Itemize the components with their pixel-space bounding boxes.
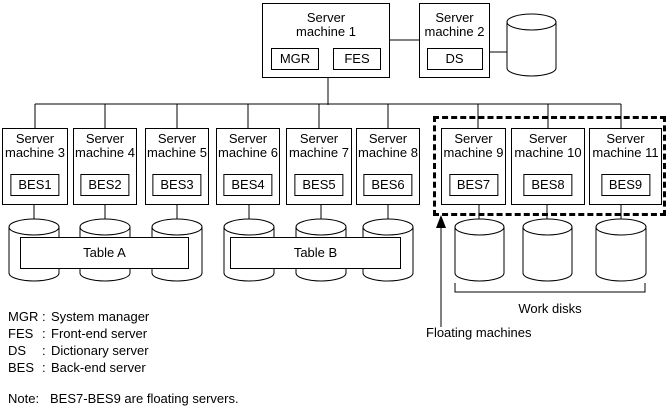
floating-machines-arrowhead [436, 215, 446, 228]
server-machine-2: Server machine 2 DS [419, 3, 490, 78]
machine-name-line1: Server [228, 131, 268, 146]
machine-name-line2: machine 9 [443, 145, 504, 160]
machine-name-line2: machine 7 [289, 145, 349, 160]
work-disk-cylinder-2 [522, 218, 573, 282]
legend-desc: Dictionary server [51, 343, 149, 358]
floating-machines-label: Floating machines [426, 325, 532, 340]
machine-name-line1: Server [368, 131, 408, 146]
server-machine-10: Server machine 10 BES8 [511, 128, 585, 205]
bes-box: BES9 [600, 174, 651, 196]
machine-name-line2: machine 2 [424, 24, 485, 39]
legend-colon: : [42, 360, 46, 375]
legend-abbr: BES [8, 360, 35, 375]
machine-name-line1: Server [528, 131, 568, 146]
server-machine-7: Server machine 7 BES5 [286, 128, 352, 205]
machine-name-line1: Server [606, 131, 645, 146]
legend-desc: Front-end server [51, 326, 148, 341]
machine-name-line1: Server [435, 10, 474, 25]
bes-box: BES5 [294, 174, 344, 196]
machine-name-line1: Server [157, 131, 197, 146]
server-machine-6: Server machine 6 BES4 [216, 128, 280, 205]
machine-name-line1: Server [306, 10, 346, 25]
ds-box: DS [426, 48, 483, 70]
machine-name-line2: machine 10 [514, 145, 582, 160]
bes-box: BES1 [10, 174, 60, 196]
machine-name-line1: Server [454, 131, 493, 146]
work-disks-label: Work disks [518, 301, 582, 316]
server-machine-1: Server machine 1 MGR FES [262, 3, 390, 78]
legend-desc: System manager [51, 309, 150, 324]
server-machine-11: Server machine 11 BES9 [589, 128, 662, 205]
legend-abbr: FES [8, 326, 34, 341]
table-a-box: Table A [20, 237, 189, 269]
legend-row-fes: FES : Front-end server [8, 325, 149, 342]
legend-row-ds: DS : Dictionary server [8, 342, 149, 359]
legend-abbr: DS [8, 343, 27, 358]
machine-name-line1: Server [85, 131, 125, 146]
machine-name-line2: machine 5 [147, 145, 207, 160]
legend: MGR : System manager FES : Front-end ser… [8, 308, 149, 376]
machine-name-line2: machine 4 [75, 145, 135, 160]
table-b-box: Table B [230, 237, 401, 269]
bes-box: BES3 [152, 174, 202, 196]
note-text: BES7-BES9 are floating servers. [50, 391, 239, 406]
fes-box: FES [333, 48, 381, 70]
server-machine-3: Server machine 3 BES1 [2, 128, 68, 205]
bes-box: BES6 [363, 174, 413, 196]
mgr-box: MGR [271, 48, 319, 70]
server-machine-8: Server machine 8 BES6 [356, 128, 420, 205]
note-label: Note: [8, 391, 40, 406]
work-disk-cylinder-1 [454, 218, 505, 282]
legend-colon: : [42, 309, 46, 324]
machine-name-line1: Server [299, 131, 339, 146]
work-disk-cylinder-3 [595, 218, 647, 282]
bes-box: BES8 [523, 174, 573, 196]
legend-abbr: MGR [8, 309, 39, 324]
note: Note: BES7-BES9 are floating servers. [8, 391, 239, 406]
machine-name-line2: machine 11 [592, 145, 659, 160]
bes-box: BES7 [448, 174, 499, 196]
legend-colon: : [42, 326, 46, 341]
machine-name-line2: machine 1 [296, 24, 356, 39]
machine1-servers: MGR FES [263, 48, 389, 70]
dictionary-disk-cylinder [506, 13, 557, 77]
machine-name-line2: machine 3 [5, 145, 65, 160]
legend-desc: Back-end server [51, 360, 146, 375]
server-machine-4: Server machine 4 BES2 [73, 128, 137, 205]
machine-name-line2: machine 8 [358, 145, 418, 160]
legend-colon: : [42, 343, 46, 358]
legend-row-mgr: MGR : System manager [8, 308, 149, 325]
server-machine-9: Server machine 9 BES7 [441, 128, 506, 205]
machine2-servers: DS [420, 48, 489, 70]
machine-name-line1: Server [15, 131, 55, 146]
server-machine-5: Server machine 5 BES3 [145, 128, 209, 205]
machine-name-line2: machine 6 [218, 145, 278, 160]
legend-row-bes: BES : Back-end server [8, 359, 149, 376]
bes-box: BES2 [80, 174, 130, 196]
bes-box: BES4 [223, 174, 273, 196]
work-disks-bracket [454, 283, 646, 293]
